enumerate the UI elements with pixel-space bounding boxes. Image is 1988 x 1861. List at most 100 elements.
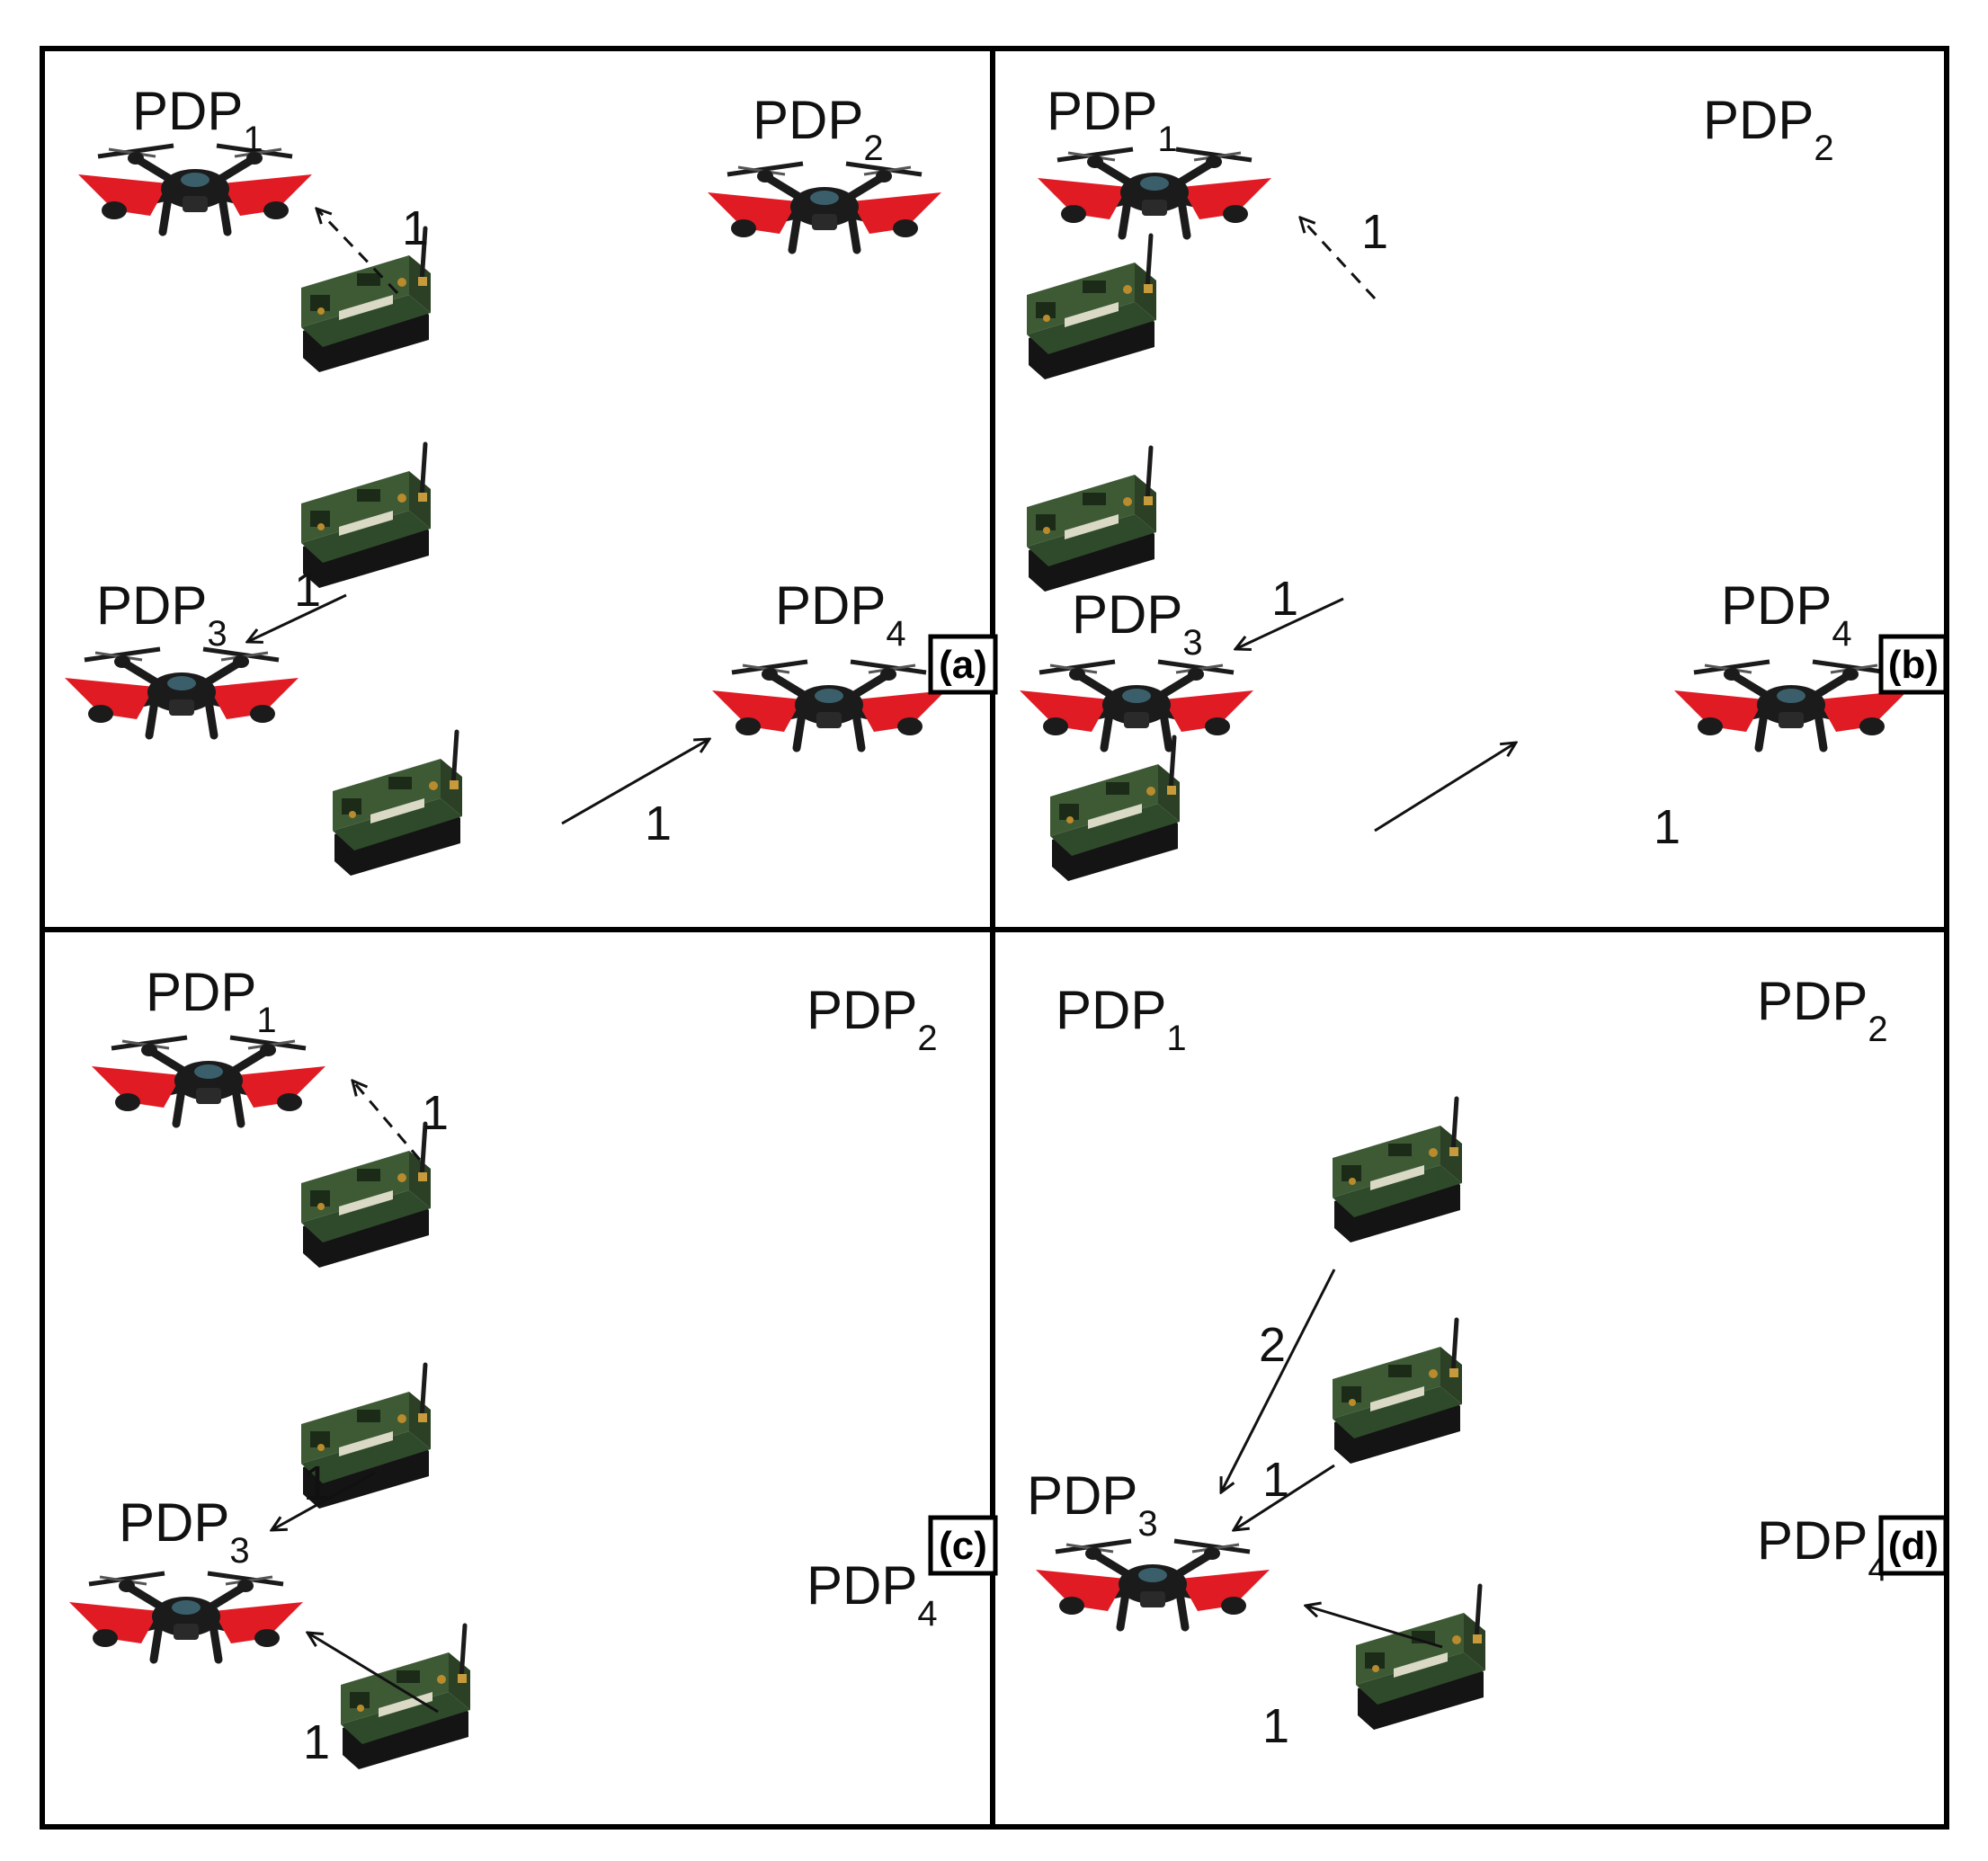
pdp-prefix: PDP [146, 962, 256, 1022]
pdp-4-label: PDP4 [775, 575, 906, 654]
panel-tag: (d) [1878, 1515, 1948, 1576]
pdp-prefix: PDP [807, 980, 917, 1040]
pdp-2-label: PDP2 [1703, 90, 1834, 168]
panel-tag-text: (d) [1888, 1524, 1939, 1568]
solid-arrow [272, 1471, 376, 1530]
pdp-subscript: 2 [863, 129, 883, 168]
pdp-2-label: PDP2 [1757, 971, 1888, 1049]
arrow-count-label: 1 [303, 1456, 330, 1510]
panel-tag-text: (c) [939, 1524, 987, 1568]
arrow-count-label: 1 [1654, 800, 1680, 854]
solid-arrow [561, 739, 709, 825]
pdp-4-label: PDP4 [807, 1555, 938, 1634]
pdp-subscript: 1 [1166, 1019, 1186, 1058]
solid-arrow [247, 593, 347, 642]
wireless-sensor-board-icon [1050, 737, 1180, 881]
quadcopter-drone-icon [69, 1573, 303, 1660]
dashed-arrow [1300, 218, 1377, 300]
solid-arrow [1235, 597, 1344, 649]
pdp-prefix: PDP [119, 1492, 229, 1553]
quadcopter-drone-icon [78, 146, 312, 232]
pdp-prefix: PDP [1072, 584, 1182, 645]
wireless-sensor-board-icon [333, 732, 462, 876]
wireless-sensor-board-icon [1356, 1586, 1485, 1730]
pdp-subscript: 2 [1868, 1010, 1887, 1049]
panel-tag-box [928, 634, 998, 695]
panel-tag: (b) [1878, 634, 1948, 695]
pdp-subscript: 3 [229, 1531, 249, 1571]
arrow-count-label: 2 [1259, 1318, 1286, 1372]
pdp-prefix: PDP [1703, 90, 1814, 150]
pdp-1-label: PDP1 [132, 81, 263, 159]
pdp-prefix: PDP [1056, 980, 1166, 1040]
pdp-subscript: 4 [1832, 614, 1851, 654]
arrow-count-label: 1 [422, 1086, 449, 1140]
panel-tag-text: (b) [1888, 643, 1939, 687]
quadcopter-drone-icon [1038, 149, 1271, 236]
panel-tag: (c) [928, 1515, 998, 1576]
pdp-2-label: PDP2 [753, 90, 884, 168]
pdp-prefix: PDP [1721, 575, 1832, 636]
panel-tag-box [1878, 634, 1948, 695]
pdp-prefix: PDP [1757, 1510, 1868, 1571]
quadcopter-drone-icon [1036, 1541, 1270, 1627]
solid-arrow [1374, 743, 1516, 833]
wireless-sensor-board-icon [1333, 1099, 1462, 1242]
pdp-4-label: PDP4 [1721, 575, 1852, 654]
wireless-sensor-board-icon [341, 1625, 470, 1769]
pdp-4-label: PDP4 [1757, 1510, 1888, 1589]
panel-tag-box [928, 1515, 998, 1576]
pdp-subscript: 2 [1814, 129, 1833, 168]
pdp-subscript: 3 [207, 614, 227, 654]
pdp-3-label: PDP3 [1072, 584, 1203, 663]
pdp-prefix: PDP [1027, 1465, 1137, 1526]
pdp-subscript: 1 [243, 120, 263, 159]
pdp-prefix: PDP [1757, 971, 1868, 1031]
wireless-sensor-board-icon [301, 1124, 431, 1268]
arrow-count-label: 1 [402, 201, 429, 255]
pdp-subscript: 1 [1157, 120, 1177, 159]
wireless-sensor-board-icon [1333, 1320, 1462, 1464]
pdp-subscript: 4 [886, 614, 905, 654]
pdp-prefix: PDP [807, 1555, 917, 1616]
pdp-subscript: 3 [1182, 623, 1202, 663]
wireless-sensor-board-icon [1027, 448, 1156, 592]
wireless-sensor-board-icon [1027, 236, 1156, 379]
arrow-count-label: 1 [1262, 1453, 1289, 1507]
arrow-count-label: 1 [1262, 1699, 1289, 1753]
panel-tag-box [1878, 1515, 1948, 1576]
panel-tag: (a) [928, 634, 998, 695]
quadcopter-drone-icon [712, 662, 946, 748]
arrow-count-label: 1 [1361, 205, 1388, 259]
quadcopter-drone-icon [1674, 662, 1908, 748]
pdp-1-label: PDP1 [1047, 81, 1178, 159]
pdp-prefix: PDP [775, 575, 886, 636]
arrow-count-label: 1 [303, 1715, 330, 1769]
pdp-1-label: PDP1 [1056, 980, 1187, 1058]
panel-tag-text: (a) [939, 643, 987, 687]
pdp-2-label: PDP2 [807, 980, 938, 1058]
dashed-arrow [316, 209, 399, 295]
pdp-subscript: 2 [917, 1019, 937, 1058]
pdp-3-label: PDP3 [96, 575, 227, 654]
quadcopter-drone-icon [65, 649, 299, 735]
solid-arrow [1221, 1269, 1336, 1492]
pdp-3-label: PDP3 [119, 1492, 250, 1571]
pdp-3-label: PDP3 [1027, 1465, 1158, 1544]
arrow-count-label: 1 [645, 797, 672, 850]
solid-arrow [1306, 1606, 1443, 1649]
pdp-prefix: PDP [96, 575, 207, 636]
pdp-prefix: PDP [132, 81, 243, 141]
pdp-prefix: PDP [753, 90, 863, 150]
pdp-1-label: PDP1 [146, 962, 277, 1040]
pdp-subscript: 1 [256, 1001, 276, 1040]
quadcopter-drone-icon [1020, 662, 1253, 748]
dashed-arrow [352, 1081, 422, 1161]
pdp-subscript: 3 [1137, 1504, 1157, 1544]
